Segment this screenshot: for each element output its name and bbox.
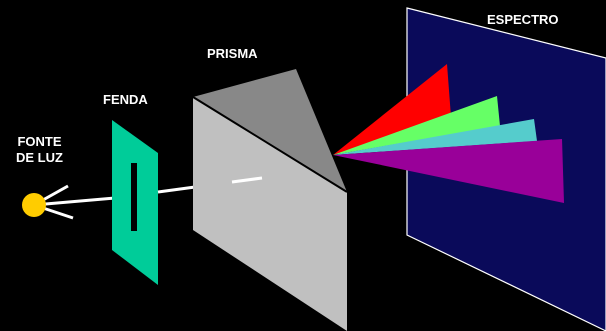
incident-beam-left bbox=[33, 196, 116, 207]
prism-top-face bbox=[193, 69, 347, 192]
spectrum-label: ESPECTRO bbox=[487, 12, 559, 27]
beam-inside-prism bbox=[231, 176, 263, 184]
prism-edge bbox=[192, 96, 348, 193]
light-source-label-line2: DE LUZ bbox=[16, 150, 63, 165]
band-purple bbox=[333, 139, 564, 203]
prism-front-face bbox=[193, 97, 347, 331]
band-red bbox=[333, 64, 451, 155]
band-cyan bbox=[333, 119, 537, 155]
light-source-label-line1: FONTE bbox=[17, 134, 62, 149]
slit-label: FENDA bbox=[103, 92, 148, 107]
prism-label: PRISMA bbox=[207, 46, 258, 61]
light-source-label: FONTE DE LUZ bbox=[16, 134, 63, 166]
light-source-icon bbox=[22, 193, 46, 217]
band-green bbox=[333, 96, 500, 155]
slit-opening bbox=[131, 163, 137, 231]
